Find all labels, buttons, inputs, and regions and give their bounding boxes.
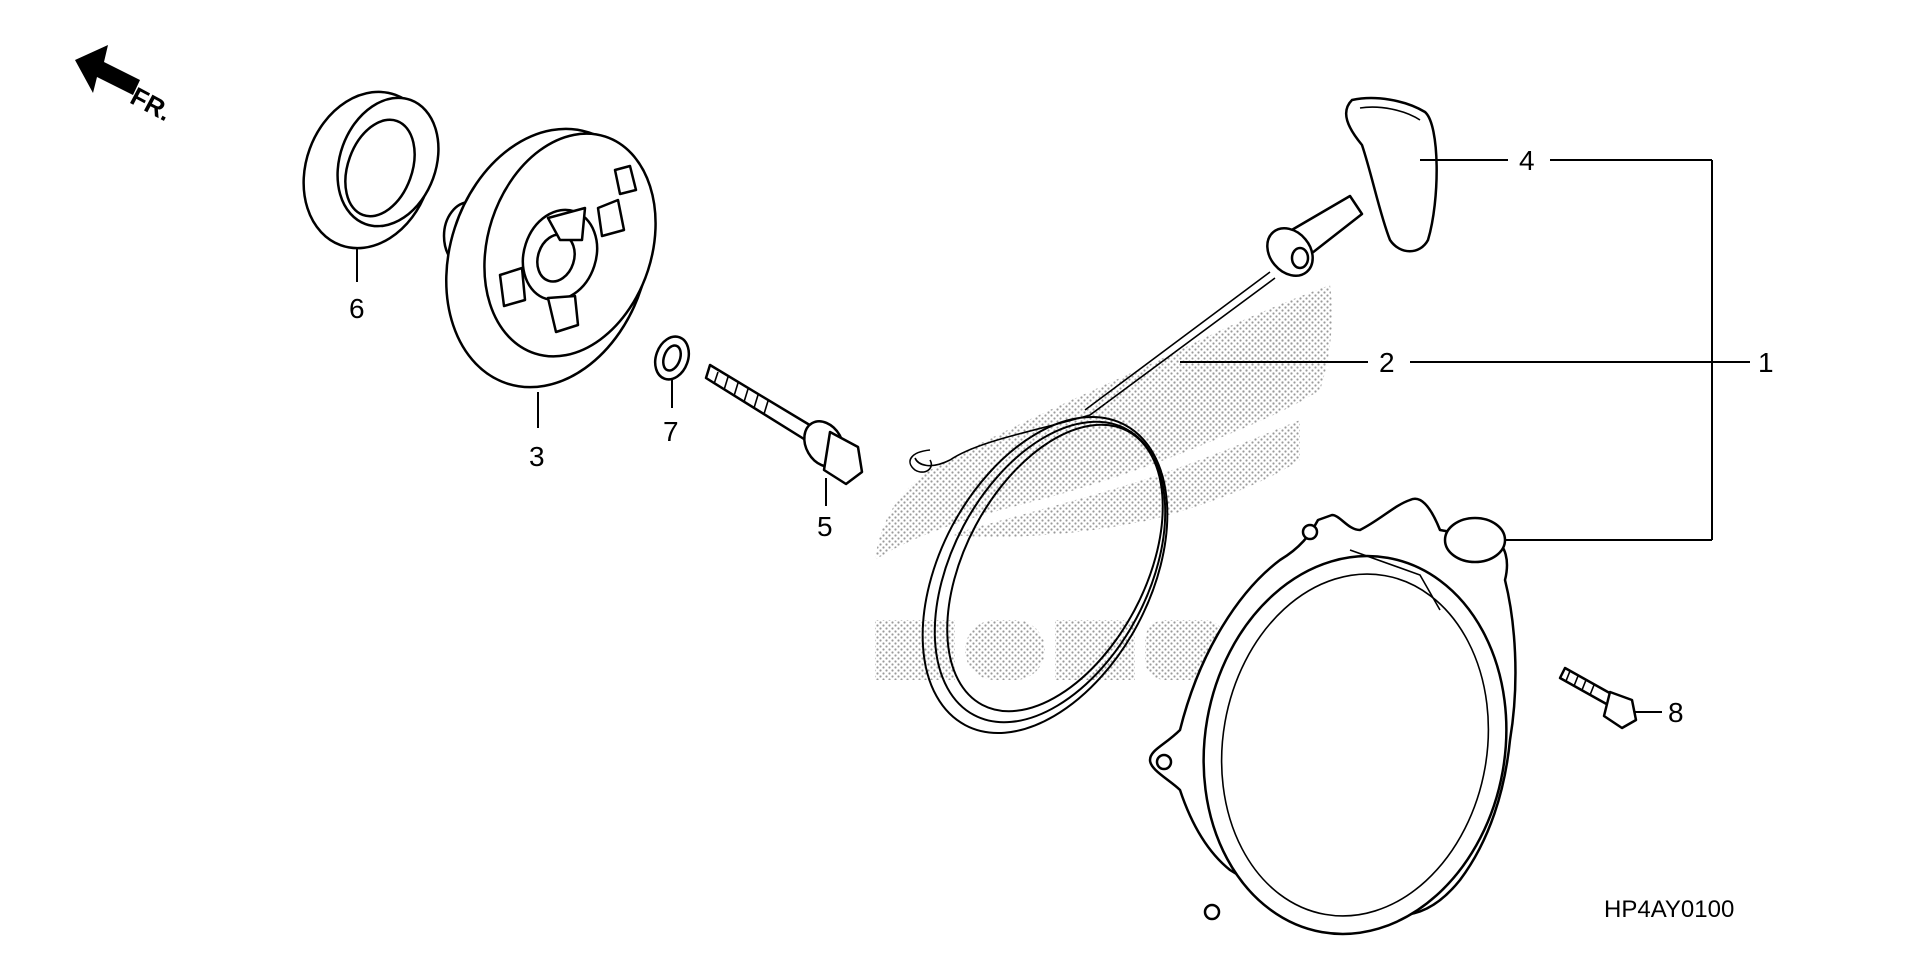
front-direction-arrow-icon: [75, 45, 140, 95]
callout-4: 4: [1519, 145, 1535, 176]
callout-6: 6: [349, 293, 365, 324]
callout-7: 7: [663, 416, 679, 447]
callout-5: 5: [817, 511, 833, 542]
callout-2: 2: [1379, 347, 1395, 378]
diagram-code: HP4AY0100: [1604, 896, 1734, 923]
callout-3: 3: [529, 441, 545, 472]
small-bolt-part: [1558, 666, 1638, 730]
starter-grip-part: [1266, 96, 1438, 277]
washer-part: [653, 335, 691, 381]
recoil-starter-housing-part: [1148, 497, 1517, 936]
flange-bolt-part: [704, 363, 864, 486]
oil-seal-part: [302, 90, 440, 250]
starter-rope-part: [909, 271, 1276, 734]
starter-pulley-part: [442, 127, 657, 389]
callout-leader-lines: [1180, 159, 1750, 713]
callout-1: 1: [1758, 347, 1774, 378]
callout-8: 8: [1668, 697, 1684, 728]
